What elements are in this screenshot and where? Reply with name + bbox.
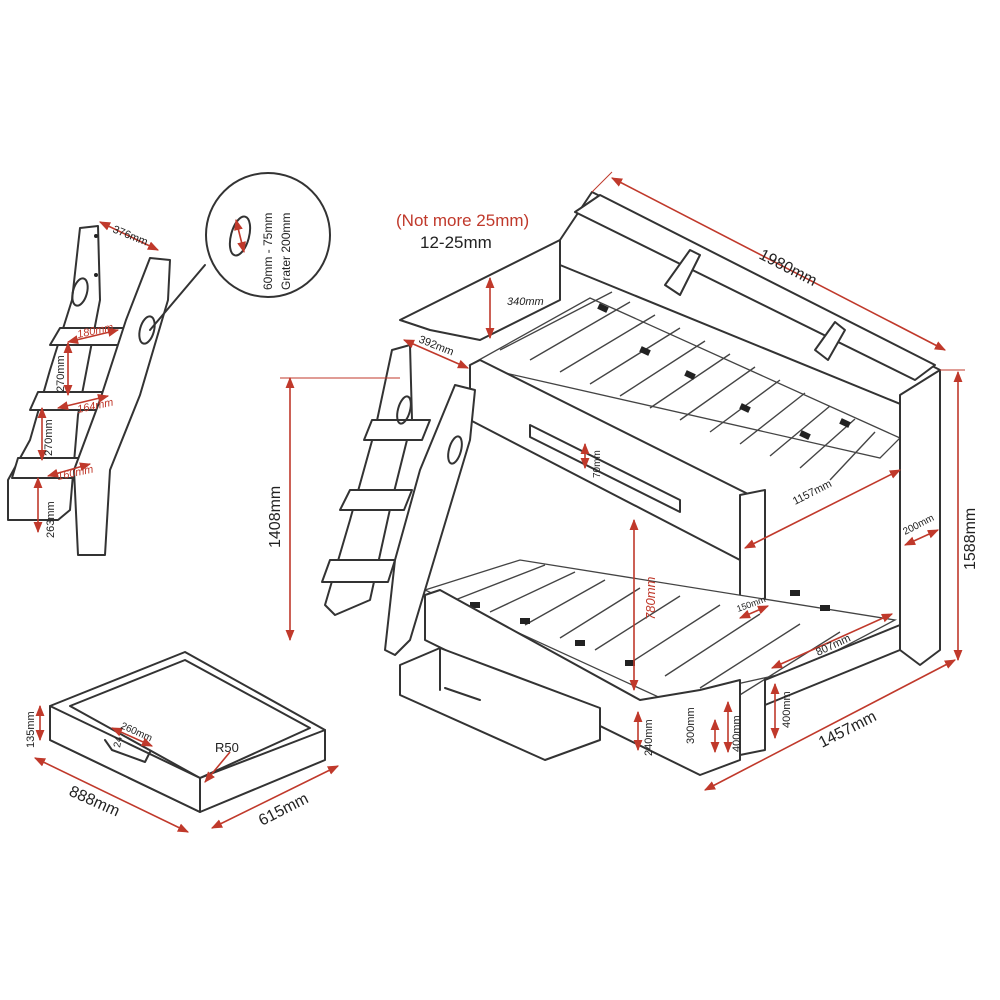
ladder-hole-rear [71, 277, 89, 307]
hole-detail: 60mm - 75mm Grater 200mm [149, 172, 331, 331]
front-panel-height-label: 400mm [781, 691, 793, 728]
bed-width-label: 1457mm [816, 708, 879, 751]
hole-detail-circle [205, 172, 331, 298]
drawer-clearance-label: 240mm [643, 719, 655, 756]
lower-bunk-height-label: 1408mm [267, 486, 284, 548]
ladder-drawing [7, 225, 171, 556]
hole-detail-size-label: 60mm - 75mm [261, 213, 275, 290]
drawer-radius-label: R50 [215, 740, 239, 755]
ladder-rear-stringer [7, 225, 101, 521]
upper-clearance-label: 70mm [592, 450, 603, 478]
hole-detail-hole [228, 215, 252, 257]
mattress-note-limit: (Not more 25mm) [396, 211, 529, 230]
bed-ladder-front [384, 384, 476, 656]
bed-height-label: 1588mm [962, 508, 979, 570]
drawer-length-label: 888mm [66, 783, 122, 820]
mattress-note-range: 12-25mm [420, 233, 492, 252]
drawer-inner [69, 659, 311, 779]
ladder-width-label: 376mm [111, 224, 150, 249]
drawer-height-label: 135mm [25, 711, 37, 748]
end-panel-height-label: 300mm [685, 707, 697, 744]
ladder-step-spacing2-label: 270mm [43, 419, 55, 456]
hole-detail-spacing-label: Grater 200mm [279, 213, 293, 290]
bed-ladder-rear [324, 344, 413, 616]
drawer-drawing [49, 651, 326, 813]
ladder-hole-front [138, 315, 156, 345]
drawer-handle [104, 739, 151, 763]
right-end-wall [899, 369, 941, 666]
ladder-step-spacing1-label: 270mm [55, 355, 67, 392]
left-end-wall [399, 239, 561, 341]
bunk-bed-drawing [321, 191, 941, 776]
drawer-depth-label: 615mm [256, 790, 311, 829]
rail-height-label: 340mm [507, 296, 544, 308]
upper-inner-width-label: 1157mm [791, 478, 834, 508]
front-panel-height-2-label: 400mm [731, 715, 743, 752]
lower-clearance-label: 780mm [643, 576, 658, 620]
ladder-front-stringer [73, 257, 171, 556]
ladder-bottom-height-label: 263mm [45, 501, 57, 538]
drawer-handle-depth-label: 24 [112, 735, 125, 748]
